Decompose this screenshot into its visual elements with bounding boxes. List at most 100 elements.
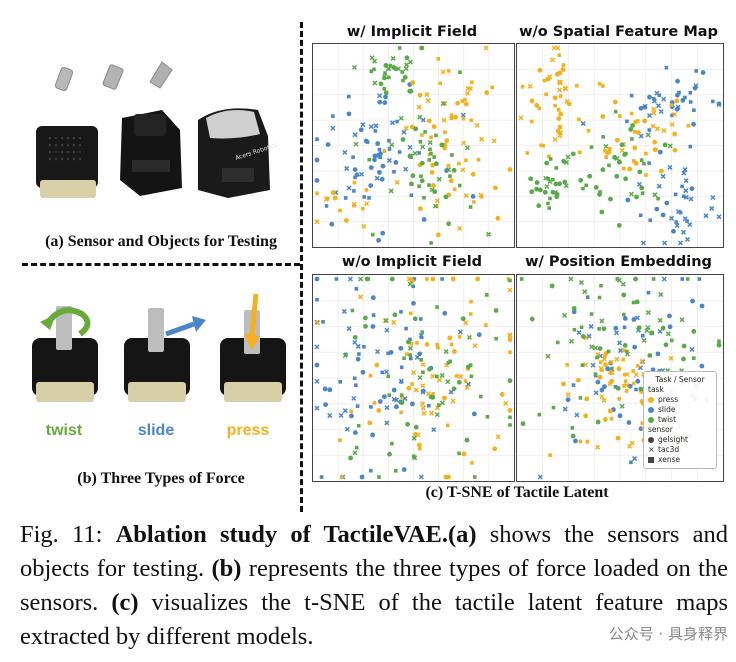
tsne-point [469,118,474,123]
tsne-point [652,139,658,145]
tsne-point [325,142,331,148]
tsne-point [450,276,456,282]
tsne-point [593,390,599,396]
tsne-point [390,55,396,61]
tsne-point [424,92,430,98]
tsne-point [354,172,360,178]
tsne-point [428,410,435,416]
tsne-point [576,330,582,336]
tsne-point [499,392,505,397]
tsne-point [681,356,686,362]
tsne-point [361,223,367,229]
tsne-point [614,137,620,143]
tsne-point [547,206,552,210]
tsne-point [625,349,629,354]
tsne-point [507,332,513,338]
slide-sensor [124,308,190,402]
tsne-point [615,435,621,441]
tsne-point [547,154,551,159]
tsne-point [529,119,534,124]
tsne-point [377,147,382,152]
tsne-point [461,116,466,121]
tsne-point [609,416,614,421]
tsne-point [642,104,648,110]
tsne-point [427,183,431,187]
tsne-point [508,423,512,427]
tsne-point [661,128,667,134]
tsne-point [443,349,449,355]
tsne-point [557,124,562,129]
tsne-point [314,157,320,163]
tsne-point [408,311,413,316]
tsne-point [554,194,560,200]
tsne-point [433,161,439,167]
tsne-point [638,386,644,392]
tsne-point [616,366,622,372]
tsne-point [457,183,462,188]
tsne-point [635,130,641,135]
tsne-point [677,90,681,95]
tsne-point [495,434,501,440]
tsne-point [479,136,485,142]
legend-tac3d-marker-icon: × [648,445,655,454]
tsne-point [358,171,364,177]
tsne-point [464,437,470,443]
tsne-point [417,351,423,357]
tsne-point [622,343,628,348]
tsne-point [437,403,441,407]
force-label-press: press [226,422,270,439]
tsne-point [651,277,656,281]
tsne-point [463,101,469,107]
tsne-point [557,53,562,57]
tsne-point [508,415,512,420]
tsne-point [579,325,584,330]
tsne-point [411,300,416,306]
tsne-point [365,140,370,144]
tsne-point [367,157,372,162]
tsne-point [645,310,651,316]
tsne-point [683,188,689,194]
tsne-point [412,277,417,281]
tsne-point [434,412,440,418]
tsne-point [518,115,524,121]
vertical-divider [300,22,303,512]
tsne-point [647,353,653,358]
tsne-point [353,141,359,147]
tsne-point [448,389,454,395]
tsne-point [634,194,639,200]
tsne-point [363,315,368,321]
tsne-point [342,149,348,155]
tsne-point [431,427,437,433]
tsne-point [601,84,605,88]
tsne-point [664,200,670,206]
tsne-point [447,335,453,341]
tsne-point [353,175,357,180]
tsne-point [360,122,366,128]
tsne-point [411,370,417,376]
tsne-point [529,189,535,195]
tsne-point [597,346,603,351]
tsne-point [347,276,353,282]
tsne-point [352,132,358,138]
tsne-point [544,92,548,97]
tsne-point [420,361,426,368]
tsne-point [413,387,419,393]
tsne-point [613,325,619,331]
tsne-point [443,130,447,134]
tsne-point [399,310,403,314]
tsne-point [562,179,568,185]
tsne-point [446,167,452,173]
tsne-point [654,147,658,152]
tsne-point [641,337,647,343]
tsne-point [557,87,563,93]
tsne-point [434,133,438,138]
tsne-point [331,114,335,118]
tsne-point [651,110,657,116]
tsne-point [633,276,638,282]
tsne-point [400,137,406,142]
tsne-point [449,342,454,347]
tsne-point [465,364,471,370]
tsne-point [652,97,656,101]
tsne-point [381,394,387,400]
tsne-point [544,184,550,190]
